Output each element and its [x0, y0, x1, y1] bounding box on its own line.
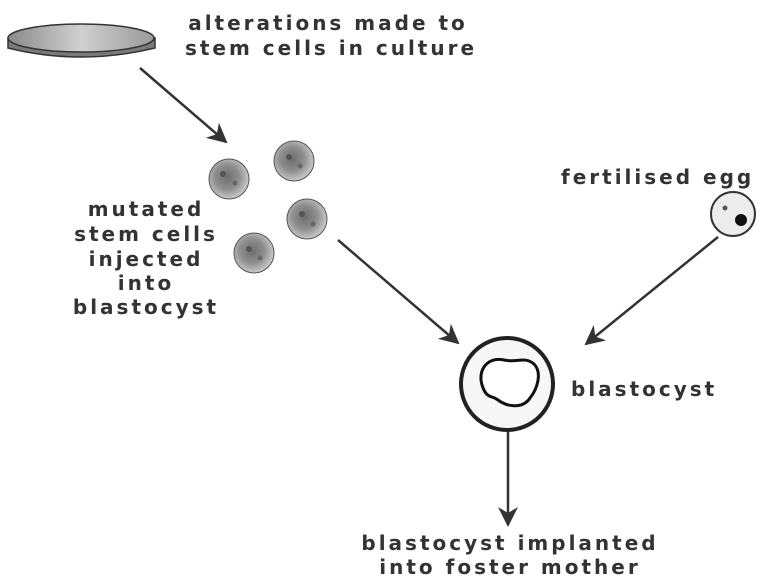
stem-cell-4 [234, 233, 274, 273]
stem-cell-1 [209, 159, 249, 199]
mutated-label-line2: stem cells [66, 223, 226, 245]
fertilised-egg-label: fertilised egg [561, 166, 754, 188]
blastocyst-label: blastocyst [571, 378, 717, 400]
blastocyst [461, 338, 553, 430]
arrow-egg-to-blastocyst [586, 237, 718, 344]
mutated-label-line1: mutated [66, 198, 226, 220]
implant-label-line2: into foster mother [340, 556, 680, 578]
arrow-dish-to-cells [140, 68, 226, 142]
culture-label-line2: stem cells in culture [172, 37, 490, 59]
stem-cell-2 [274, 141, 314, 181]
fertilised-egg [711, 192, 755, 236]
implant-label-line1: blastocyst implanted [340, 532, 680, 554]
mutated-label-line5: blastocyst [66, 296, 226, 318]
arrow-cells-to-blastocyst [338, 240, 458, 343]
mutated-label-line4: into [66, 272, 226, 294]
stem-cell-3 [287, 199, 327, 239]
petri-dish [8, 24, 155, 57]
mutated-label-line3: injected [66, 248, 226, 270]
culture-label-line1: alterations made to [178, 12, 478, 34]
